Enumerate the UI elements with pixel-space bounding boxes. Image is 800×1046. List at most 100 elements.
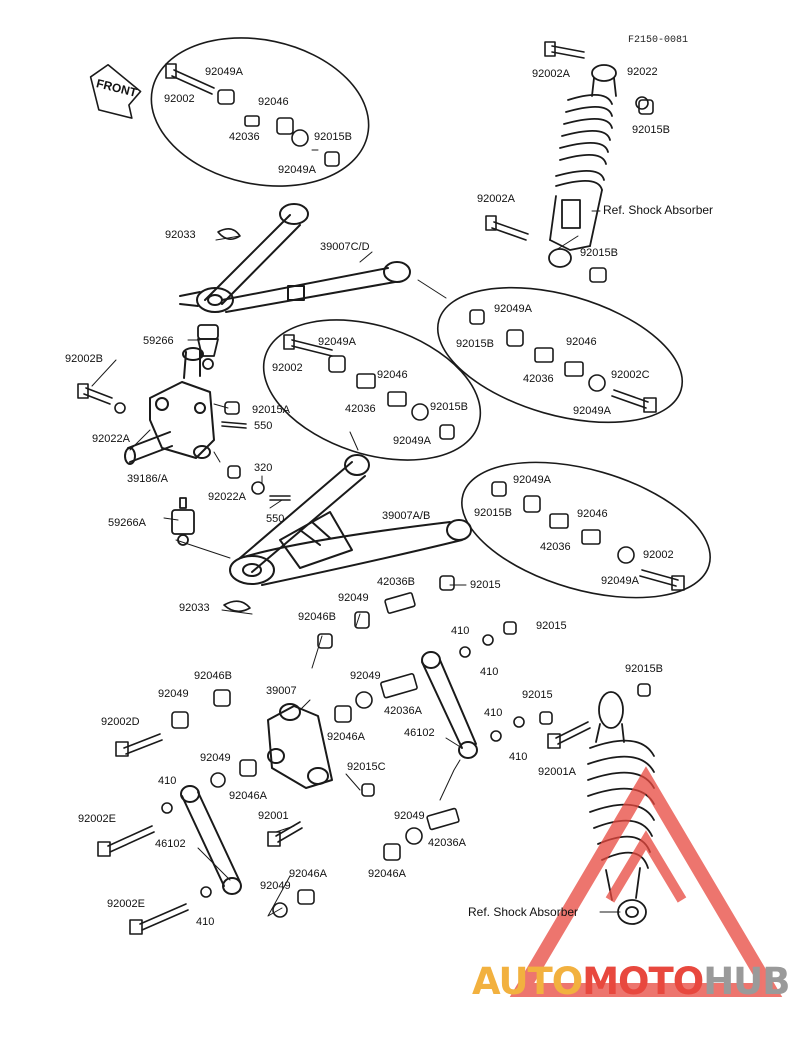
bushings [114,89,654,918]
watermark-logo: AUTOMOTOHUB [472,962,792,1002]
callout-92049A: 92049A [205,66,243,78]
bolts [77,41,685,935]
callout-92046A: 92046A [327,731,365,743]
callout-92049A: 92049A [278,164,316,176]
callout-92015: 92015 [470,579,501,591]
callout-42036: 42036 [345,403,376,415]
kit-ellipse-lower-arm-left [262,319,482,461]
callout-92015C: 92015C [347,761,386,773]
callout-92022A: 92022A [92,433,130,445]
lower-a-arm [229,454,472,586]
callout-410: 410 [480,666,499,678]
callout-92046A: 92046A [368,868,406,880]
callout-46102: 46102 [155,838,186,850]
callout-42036: 42036 [523,373,554,385]
callout-92022: 92022 [627,66,658,78]
callout-92033: 92033 [179,602,210,614]
callout-92002B: 92002B [65,353,103,365]
cotter-pin-lower [269,495,291,501]
callout-39007: 39007 [266,685,297,697]
callout-39186A: 39186/A [127,473,168,485]
callout-92015B: 92015B [632,124,670,136]
callout-92002A: 92002A [477,193,515,205]
watermark-part-2: MOTO [582,960,704,1003]
callout-92022A: 92022A [208,491,246,503]
callout-92046: 92046 [566,336,597,348]
callout-59266: 59266 [143,335,174,347]
callout-92015A: 92015A [252,404,290,416]
callout-92046: 92046 [577,508,608,520]
kit-ellipse-upper-arm-right [436,286,684,424]
callout-550: 550 [266,513,285,525]
callout-320: 320 [254,462,273,474]
ball-joint-upper [197,324,219,370]
callout-42036: 42036 [229,131,260,143]
steering-knuckle [124,347,215,465]
callout-92046: 92046 [377,369,408,381]
tie-rod-left [180,785,242,895]
callout-92002D: 92002D [101,716,140,728]
ref-shock-absorber-lower: Ref. Shock Absorber [468,905,579,919]
callout-92015B: 92015B [314,131,352,143]
callout-92049: 92049 [394,810,425,822]
callout-92001A: 92001A [538,766,576,778]
callout-92002E: 92002E [78,813,116,825]
callout-92049: 92049 [350,670,381,682]
callout-92049A: 92049A [318,336,356,348]
callout-92046A: 92046A [289,868,327,880]
shock-absorber-upper [548,64,617,268]
callout-42036A: 42036A [428,837,466,849]
callout-92049A: 92049A [494,303,532,315]
callout-92046B: 92046B [194,670,232,682]
callout-410: 410 [196,916,215,928]
callout-92001: 92001 [258,810,289,822]
watermark-part-1: AUTO [472,960,583,1003]
retainer-plate-lower [223,600,251,613]
callout-410: 410 [509,751,528,763]
callout-92015B: 92015B [625,663,663,675]
callout-92002: 92002 [643,549,674,561]
callout-46102: 46102 [404,727,435,739]
callout-92046: 92046 [258,96,289,108]
callout-92015B: 92015B [430,401,468,413]
callout-42036: 42036 [540,541,571,553]
callout-92002C: 92002C [611,369,650,381]
callout-92046B: 92046B [298,611,336,623]
tie-rod-right [421,651,478,759]
watermark-triangle [509,766,783,997]
kit-ellipse-upper-arm-top [150,37,370,187]
callout-92015B: 92015B [456,338,494,350]
callout-92046A: 92046A [229,790,267,802]
ref-shock-absorber-upper: Ref. Shock Absorber [603,203,714,217]
upper-a-arm [179,203,411,313]
callout-42036A: 42036A [384,705,422,717]
callout-92033: 92033 [165,229,196,241]
ball-joint-lower [171,497,195,546]
callout-59266A: 59266A [108,517,146,529]
callout-92049A: 92049A [573,405,611,417]
front-arrow-icon [89,63,142,119]
callout-92002E: 92002E [107,898,145,910]
callout-410: 410 [484,707,503,719]
watermark-part-3: HUB [703,960,790,1003]
callout-39007AB: 39007A/B [382,510,431,522]
callout-410: 410 [158,775,177,787]
callout-39007CD: 39007C/D [320,241,370,253]
callout-92002A: 92002A [532,68,570,80]
callout-92049A: 92049A [601,575,639,587]
callout-92015B: 92015B [474,507,512,519]
kit-ellipse-lower-arm-right [461,461,711,599]
callout-92049: 92049 [338,592,369,604]
callout-92002: 92002 [272,362,303,374]
figure-id: F2150-0081 [628,35,689,46]
callout-92049: 92049 [158,688,189,700]
callout-92015: 92015 [536,620,567,632]
callout-92049A: 92049A [393,435,431,447]
callout-92015: 92015 [522,689,553,701]
callout-92049: 92049 [260,880,291,892]
callout-92015B: 92015B [580,247,618,259]
callout-410: 410 [451,625,470,637]
callout-92049A: 92049A [513,474,551,486]
callout-92049: 92049 [200,752,231,764]
